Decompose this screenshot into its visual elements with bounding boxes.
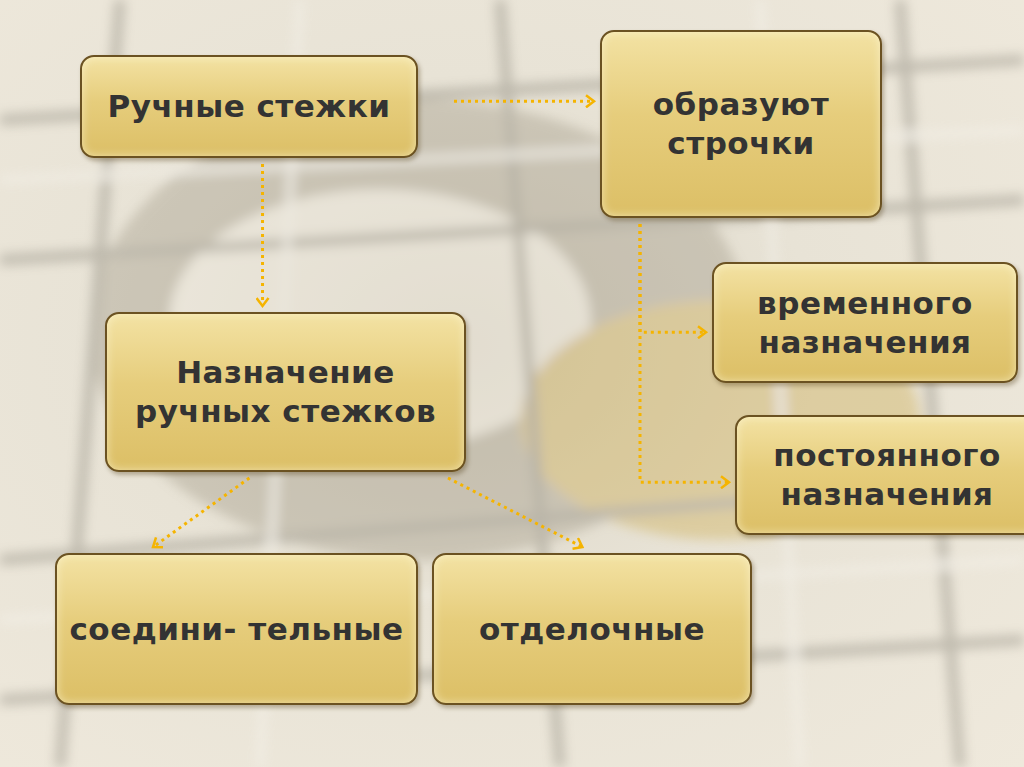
text-box: образуют строчки: [600, 30, 882, 218]
dotted-arrow: [640, 224, 706, 332]
box-label: Ручные стежки: [108, 87, 391, 126]
text-box: Ручные стежки: [80, 55, 418, 158]
text-box: отделочные: [432, 553, 752, 705]
text-box: постоянного назначения: [735, 415, 1024, 535]
box-label: постоянного назначения: [737, 436, 1024, 514]
dotted-arrow: [261, 164, 264, 306]
text-box: временного назначения: [712, 262, 1018, 383]
text-box: соедини- тельные: [55, 553, 418, 705]
box-label: временного назначения: [714, 284, 1016, 362]
dotted-arrow: [448, 478, 582, 547]
dotted-arrow: [153, 478, 249, 547]
box-label: соедини- тельные: [69, 610, 403, 649]
text-box: Назначение ручных стежков: [105, 312, 466, 472]
box-label: образуют строчки: [602, 85, 880, 163]
dotted-arrow: [454, 100, 594, 103]
box-label: отделочные: [479, 610, 705, 649]
box-label: Назначение ручных стежков: [107, 353, 464, 431]
